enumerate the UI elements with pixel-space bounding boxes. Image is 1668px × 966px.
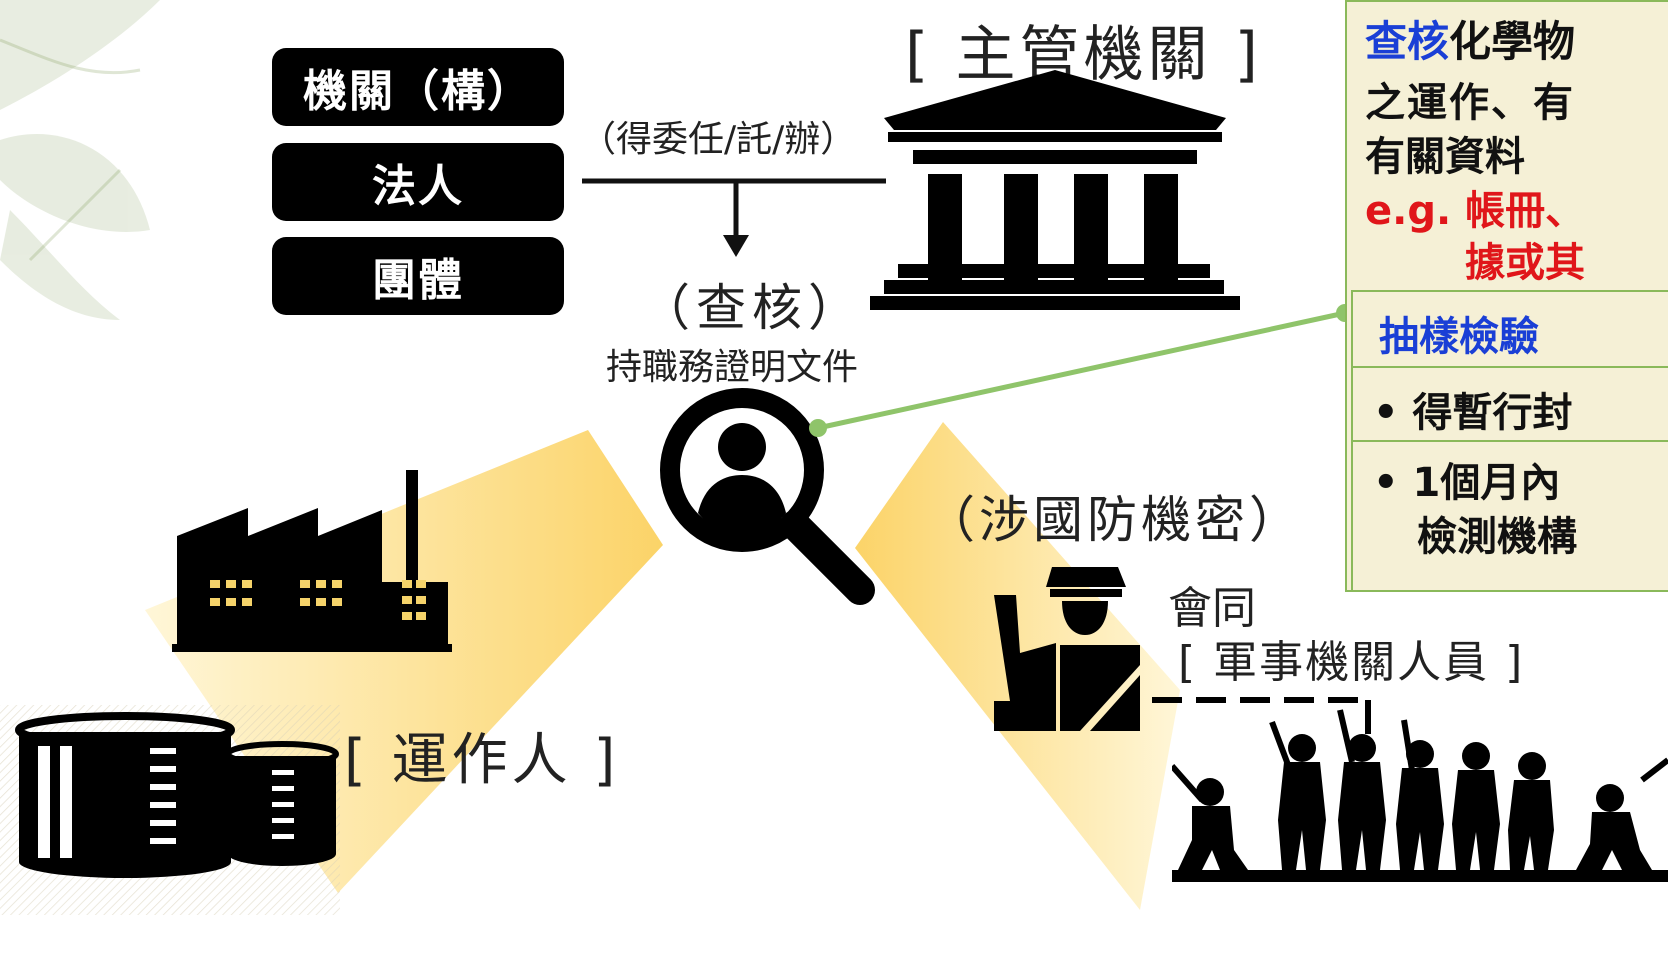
entity-agency: 機關（構） — [272, 48, 564, 126]
soldiers-silhouette-icon — [1172, 709, 1668, 882]
sampling-bullet-1: • 得暫行封 — [1373, 380, 1573, 438]
joint-label: 會同 — [1168, 583, 1256, 634]
leaf-background — [0, 0, 160, 320]
delegation-label: （得委任/託/辦） — [580, 119, 857, 160]
info-line-1: 查核化學物 — [1365, 8, 1575, 69]
sampling-divider — [1353, 366, 1668, 368]
sampling-box: 抽樣檢驗 • 得暫行封 • 1個月內 檢測機構 — [1351, 290, 1668, 590]
info-line-2: 之運作、有 — [1365, 80, 1575, 126]
inspection-label: （查核） — [640, 279, 864, 337]
sampling-bullet-2-cont: 檢測機構 — [1417, 514, 1577, 560]
info-example-line: e.g. 帳冊、 — [1365, 188, 1586, 234]
info-line-1-rest: 化學物 — [1449, 17, 1576, 66]
info-box: 查核化學物 之運作、有 有關資料 e.g. 帳冊、 據或其 抽樣檢驗 • 得暫行… — [1345, 0, 1668, 592]
guard-officer-icon — [994, 567, 1140, 731]
factory-icon — [172, 470, 452, 652]
sampling-title: 抽樣檢驗 — [1379, 314, 1539, 360]
bullet-2-text: 1個月內 — [1412, 460, 1561, 506]
info-example-line-2: 據或其 — [1465, 240, 1585, 286]
entity-legal-person: 法人 — [272, 143, 564, 221]
sampling-divider-2 — [1353, 440, 1668, 442]
defense-condition: （涉國防機密） — [925, 491, 1303, 549]
entity-group: 團體 — [272, 237, 564, 315]
military-personnel-label: [ 軍事機關人員 ] — [1178, 637, 1525, 688]
dashed-bracket — [1152, 697, 1371, 734]
delegation-arrow — [582, 178, 886, 257]
bullet-dot-1: • — [1373, 390, 1413, 436]
credential-label: 持職務證明文件 — [606, 347, 859, 388]
info-line-3: 有關資料 — [1365, 134, 1525, 180]
operator-label: [ 運作人 ] — [344, 728, 620, 793]
info-highlight: 查核 — [1365, 17, 1450, 66]
magnifier-person-icon — [660, 388, 875, 605]
storage-tanks-icon — [15, 712, 339, 878]
government-building-icon — [870, 70, 1240, 310]
bullet-dot-2: • — [1373, 460, 1413, 506]
bullet-1-text: 得暫行封 — [1412, 390, 1573, 436]
sampling-bullet-2: • 1個月內 — [1373, 450, 1560, 508]
